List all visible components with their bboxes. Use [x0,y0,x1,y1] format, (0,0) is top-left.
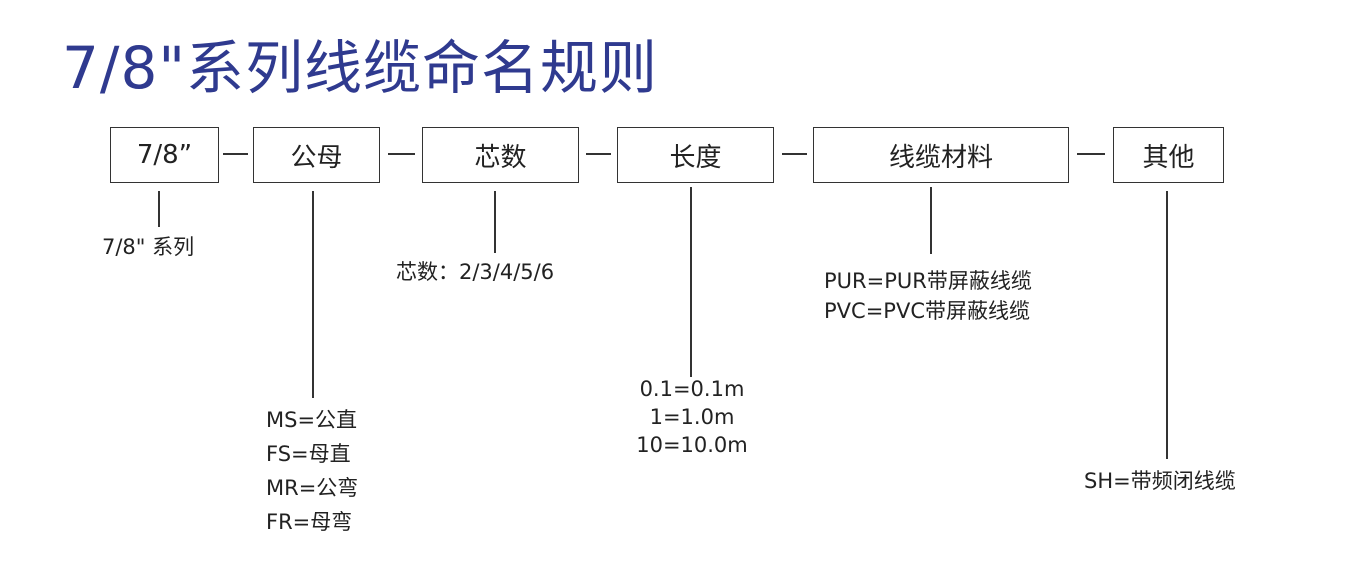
page-title: 7/8"系列线缆命名规则 [62,34,659,102]
separator-dash [223,153,248,155]
description-cores: 芯数：2/3/4/5/6 [396,256,554,288]
description-length: 0.1=0.1m 1=1.0m 10=10.0m [620,375,764,459]
separator-dash [586,153,611,155]
segment-box-other: 其他 [1113,127,1224,183]
description-line: MS=公直 [266,408,358,432]
connector-line-series [158,191,160,227]
connector-line-cable-material [930,187,932,254]
segment-box-cable-material: 线缆材料 [813,127,1069,183]
connector-line-other [1166,191,1168,459]
description-line: FR=母弯 [266,510,353,534]
description-line: 芯数：2/3/4/5/6 [396,260,555,284]
description-line: MR=公弯 [266,476,359,500]
segment-box-series: 7/8” [110,127,219,183]
separator-dash [1077,153,1105,155]
segment-box-length: 长度 [617,127,774,183]
description-line: 10=10.0m [636,433,748,457]
description-line: 0.1=0.1m [639,377,745,401]
description-line: 1=1.0m [649,405,735,429]
separator-dash [782,153,807,155]
description-line: PVC=PVC带屏蔽线缆 [824,299,1030,323]
description-line: SH=带频闭线缆 [1084,469,1236,493]
segment-box-cores: 芯数 [422,127,579,183]
description-line: PUR=PUR带屏蔽线缆 [824,269,1032,293]
connector-line-gender [312,191,314,398]
segment-box-gender: 公母 [253,127,380,183]
description-series: 7/8" 系列 [102,231,194,263]
description-other: SH=带频闭线缆 [1084,465,1236,497]
description-line: 7/8" 系列 [102,235,195,259]
description-gender: MS=公直 FS=母直 MR=公弯 FR=母弯 [266,403,358,539]
connector-line-length [690,187,692,377]
connector-line-cores [494,191,496,253]
separator-dash [388,153,415,155]
description-line: FS=母直 [266,442,351,466]
description-cable-material: PUR=PUR带屏蔽线缆 PVC=PVC带屏蔽线缆 [824,266,1032,326]
